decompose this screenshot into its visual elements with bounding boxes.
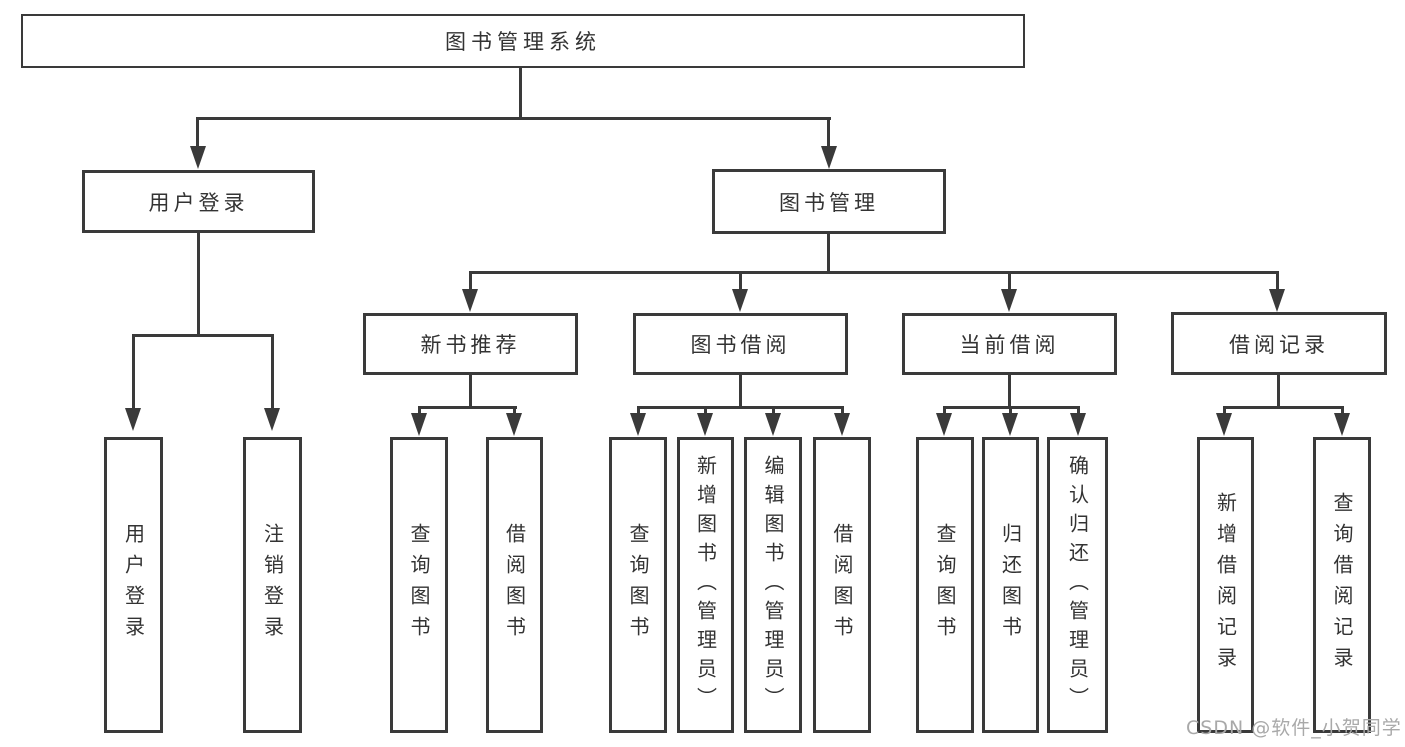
node-book-management: 图书管理 <box>712 169 946 234</box>
arrowhead-book-borrowing <box>732 289 748 312</box>
arrowhead-leaf-logout <box>264 408 280 431</box>
connector-leaf-logout-drop <box>271 334 274 411</box>
connector-book-management-stem <box>827 234 830 274</box>
connector-user-login-bar <box>132 334 274 337</box>
leaf-bb-add-books-admin: 新增图书（管理员） <box>677 437 734 733</box>
arrowhead-leaf-br-query <box>1334 413 1350 436</box>
connector-new-book-recommend-bar <box>418 406 517 409</box>
node-current-borrowing: 当前借阅 <box>902 313 1117 375</box>
connector-leaf-nbr-query-drop <box>418 406 421 416</box>
leaf-nbr-query-books: 查询图书 <box>390 437 448 733</box>
leaf-bb-edit-books-admin: 编辑图书（管理员） <box>744 437 802 733</box>
arrowhead-leaf-bb-query <box>630 413 646 436</box>
connector-root-stem <box>519 68 522 119</box>
node-library-system: 图书管理系统 <box>21 14 1025 68</box>
connector-user-login-stem <box>197 233 200 337</box>
connector-user-login-drop <box>196 117 199 149</box>
connector-leaf-cb-return-drop <box>1009 406 1012 416</box>
leaf-br-add-record: 新增借阅记录 <box>1197 437 1254 733</box>
arrowhead-leaf-nbr-borrow <box>506 413 522 436</box>
connector-book-management-bar <box>469 271 1279 274</box>
connector-borrow-records-stem <box>1277 375 1280 409</box>
leaf-br-query-record: 查询借阅记录 <box>1313 437 1371 733</box>
arrowhead-leaf-cb-query <box>936 413 952 436</box>
connector-leaf-bb-borrow-drop <box>841 406 844 416</box>
leaf-cb-return-books: 归还图书 <box>982 437 1039 733</box>
connector-current-borrowing-drop <box>1008 271 1011 292</box>
connector-current-borrowing-stem <box>1008 375 1011 409</box>
arrowhead-leaf-bb-edit <box>765 413 781 436</box>
arrowhead-book-management <box>821 146 837 169</box>
leaf-logout: 注销登录 <box>243 437 302 733</box>
connector-leaf-bb-query-drop <box>637 406 640 416</box>
connector-book-borrowing-bar <box>637 406 844 409</box>
connector-leaf-bb-add-drop <box>704 406 707 416</box>
node-borrow-records: 借阅记录 <box>1171 312 1387 375</box>
arrowhead-leaf-bb-borrow <box>834 413 850 436</box>
connector-new-book-recommend-drop <box>469 271 472 292</box>
arrowhead-borrow-records <box>1269 289 1285 312</box>
arrowhead-leaf-cb-confirm <box>1070 413 1086 436</box>
node-new-book-recommend: 新书推荐 <box>363 313 578 375</box>
connector-new-book-recommend-stem <box>469 375 472 409</box>
connector-borrow-records-drop <box>1276 271 1279 292</box>
connector-leaf-nbr-borrow-drop <box>513 406 516 416</box>
leaf-bb-query-books: 查询图书 <box>609 437 667 733</box>
leaf-cb-confirm-return-admin: 确认归还（管理员） <box>1047 437 1108 733</box>
arrowhead-leaf-user-login <box>125 408 141 431</box>
leaf-bb-borrow-books: 借阅图书 <box>813 437 871 733</box>
connector-leaf-br-add-drop <box>1223 406 1226 416</box>
connector-borrow-records-bar <box>1223 406 1344 409</box>
connector-book-borrowing-stem <box>739 375 742 409</box>
connector-book-borrowing-drop <box>739 271 742 292</box>
connector-root-bar <box>196 117 831 120</box>
connector-leaf-cb-query-drop <box>943 406 946 416</box>
arrowhead-leaf-bb-add <box>697 413 713 436</box>
leaf-nbr-borrow-books: 借阅图书 <box>486 437 543 733</box>
arrowhead-leaf-nbr-query <box>411 413 427 436</box>
node-book-borrowing: 图书借阅 <box>633 313 848 375</box>
connector-leaf-bb-edit-drop <box>772 406 775 416</box>
leaf-user-login: 用户登录 <box>104 437 163 733</box>
watermark: CSDN @软件_小贺同学 <box>1186 717 1402 739</box>
node-user-login: 用户登录 <box>82 170 315 233</box>
leaf-cb-query-books: 查询图书 <box>916 437 974 733</box>
connector-leaf-br-query-drop <box>1341 406 1344 416</box>
connector-leaf-user-login-drop <box>132 334 135 411</box>
arrowhead-leaf-br-add <box>1216 413 1232 436</box>
arrowhead-current-borrowing <box>1001 289 1017 312</box>
connector-book-management-drop <box>827 117 830 149</box>
arrowhead-new-book-recommend <box>462 289 478 312</box>
connector-leaf-cb-confirm-drop <box>1077 406 1080 416</box>
arrowhead-leaf-cb-return <box>1002 413 1018 436</box>
arrowhead-user-login <box>190 146 206 169</box>
